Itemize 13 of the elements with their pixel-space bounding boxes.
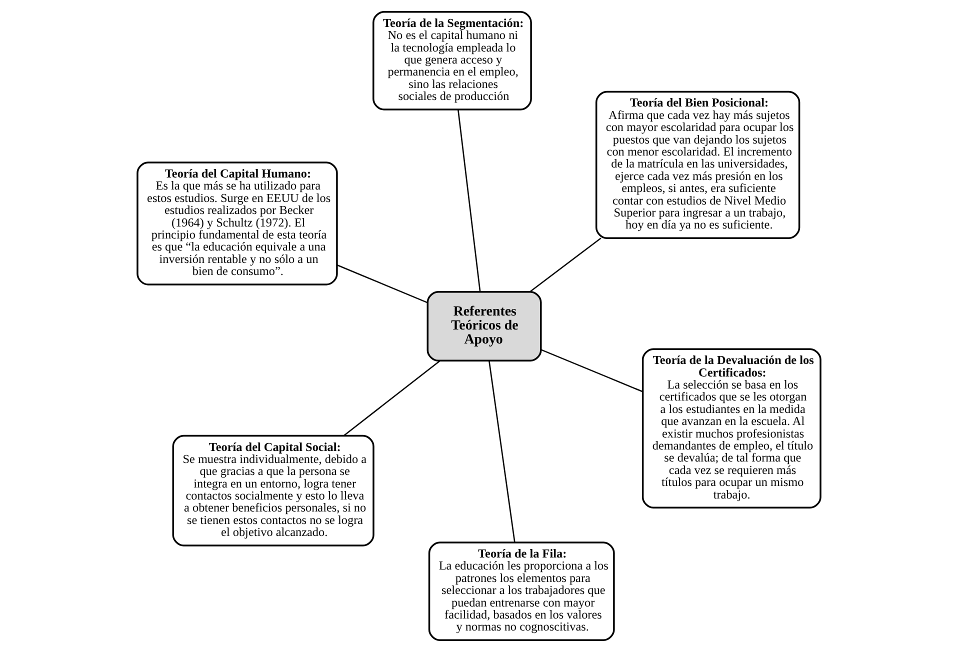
node-box: Teoría del Capital Social: Se muestra individualmente, debido a que gracias a que la persona se integra en un entorno, logra tener contactos socialmente y esto lo lleva a obtener beneficios personales, si no se tienen estos contactos no se logra el objetivo alcanzado. [172, 434, 374, 546]
connector [336, 264, 428, 304]
node-box: Teoría de la Fila: La educación les proporciona a los patrones los elementos para seleccionar a los trabajadores que puedan entrenarse con mayor facilidad, basados en los valores y normas no cognoscitivas. [428, 542, 615, 641]
connector [529, 238, 602, 292]
connector [344, 360, 440, 436]
connector [457, 109, 481, 292]
node-box: Teoría del Bien Posicional: Afirma que cada vez hay más sujetos con mayor escolaridad para ocupar los puestos que van dejando los sujetos con menor escolaridad. El incremento de la matrícula en las universidades, ejerce cada vez más presión en los empleos, si antes, era suficiente contar con estudios de Nivel Medio Superior para ingresar a un trabajo, hoy en día ya no es suficiente. [595, 90, 800, 239]
node-box: Teoría de la Devaluación de los Certificados: La selección se basa en los certificados que se les otorgan a los estudiantes en la medida que avanzan en la escuela. Al existir muchos profesionistas demandantes de empleo, el título se devalúa; de tal forma que cada vez se requieren más títulos para ocupar un mismo trabajo. [642, 348, 822, 509]
node-box: Teoría de la Segmentación: No es el capital humano ni la tecnología empleada lo que genera acceso y permanencia en el empleo, sino las relaciones sociales de producción [372, 11, 532, 110]
connector [488, 360, 516, 543]
node-box: Teoría del Capital Humano: Es la que más se ha utilizado para estos estudios. Surge en EEUU de los estudios realizados por Becker (1964) y Schultz (1972). El principio fundamental de esta teoría es que “la educación equivale a una inversión rentable y no sólo a un bien de consumo”. [136, 162, 338, 286]
node-box: Referentes Teóricos de Apoyo [426, 290, 542, 362]
connector [540, 349, 643, 392]
